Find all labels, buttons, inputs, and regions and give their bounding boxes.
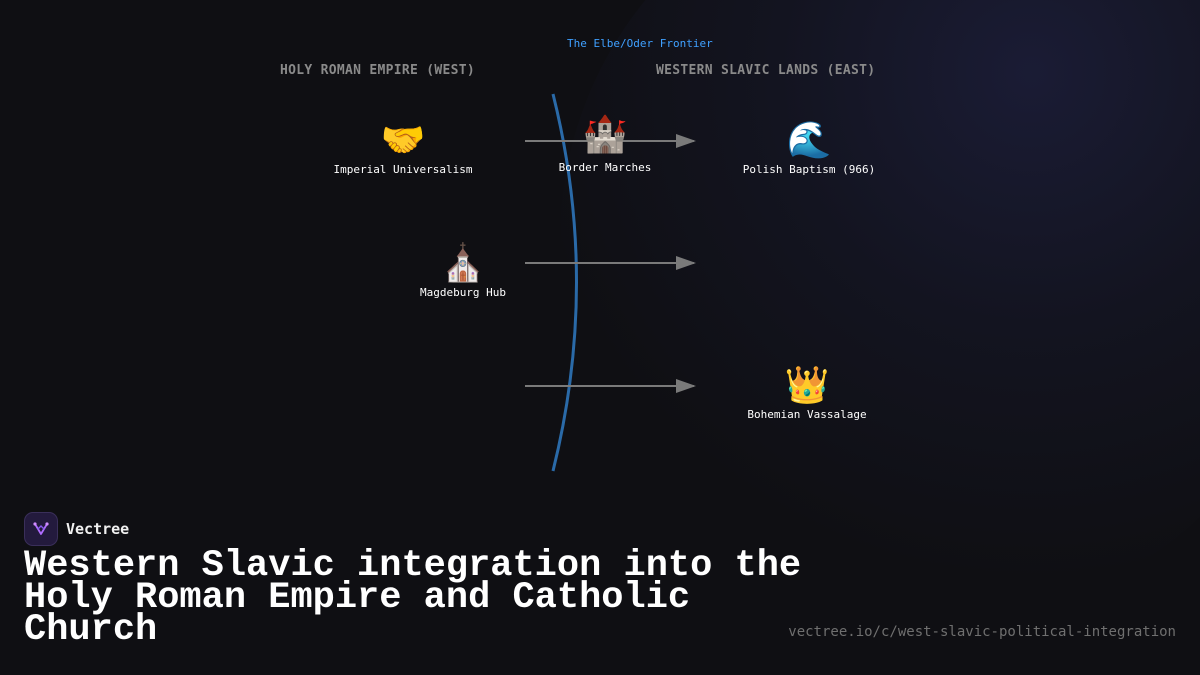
page-url[interactable]: vectree.io/c/west-slavic-political-integ… bbox=[788, 624, 1176, 640]
crown-icon: 👑 bbox=[784, 365, 830, 406]
castle-icon: 🏰 bbox=[582, 114, 628, 155]
node-polish-baptism: 🌊 Polish Baptism (966) bbox=[709, 120, 909, 177]
node-imperial-universalism: 🤝 Imperial Universalism bbox=[303, 120, 503, 177]
vectree-logo-icon bbox=[24, 512, 58, 546]
node-magdeburg-hub: ⛪ Magdeburg Hub bbox=[363, 243, 563, 300]
frontier-curve bbox=[551, 93, 578, 472]
node-label: Magdeburg Hub bbox=[419, 286, 507, 299]
page-title: Western Slavic integration into the Holy… bbox=[24, 545, 802, 651]
west-column-header: HOLY ROMAN EMPIRE (WEST) bbox=[280, 63, 476, 78]
handshake-icon: 🤝 bbox=[380, 120, 426, 161]
node-label: Bohemian Vassalage bbox=[747, 408, 867, 421]
node-label: Border Marches bbox=[558, 161, 652, 174]
east-column-header: WESTERN SLAVIC LANDS (EAST) bbox=[656, 63, 876, 78]
node-border-marches: 🏰 Border Marches bbox=[505, 114, 705, 175]
frontier-label: The Elbe/Oder Frontier bbox=[567, 37, 713, 50]
brand-name: Vectree bbox=[66, 520, 130, 538]
wave-icon: 🌊 bbox=[786, 120, 832, 161]
node-label: Polish Baptism (966) bbox=[742, 163, 876, 176]
church-icon: ⛪ bbox=[440, 243, 486, 284]
brand: Vectree bbox=[24, 512, 129, 546]
node-bohemian-vassalage: 👑 Bohemian Vassalage bbox=[707, 365, 907, 422]
node-label: Imperial Universalism bbox=[333, 163, 473, 176]
